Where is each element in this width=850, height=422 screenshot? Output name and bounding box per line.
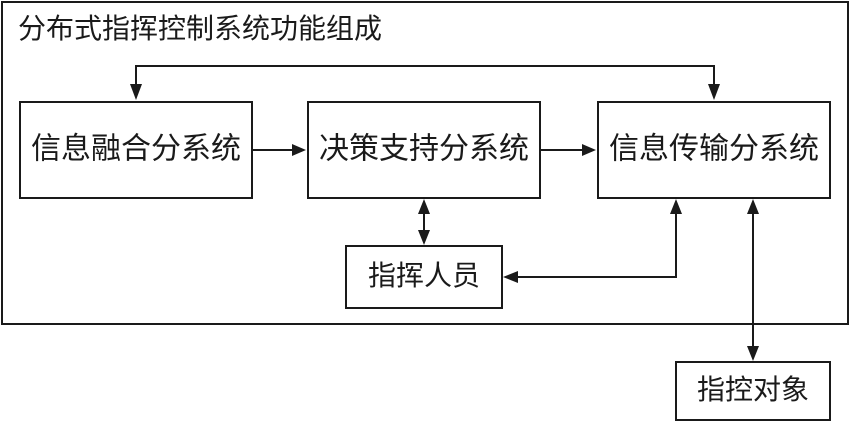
- info-transmission-subsystem-label: 信息传输分系统: [609, 132, 819, 167]
- decision-support-subsystem-box: [307, 101, 541, 199]
- decision-support-subsystem-label: 决策支持分系统: [319, 132, 529, 167]
- arrow-to-info-transmission: [582, 144, 596, 156]
- commanders-label: 指挥人员: [368, 259, 480, 292]
- arrow-to-commanders: [503, 271, 518, 283]
- arrow-to-info-fusion-top: [130, 84, 142, 100]
- arrow-up-to-info-transmission-right: [747, 199, 759, 214]
- arrow-up-to-info-transmission-left: [670, 199, 682, 214]
- info-transmission-subsystem-box: [597, 101, 831, 199]
- arrow-to-decision-support: [292, 144, 306, 156]
- arrow-to-info-transmission-top: [708, 84, 720, 100]
- info-fusion-subsystem-box: [19, 101, 253, 199]
- top-feedback-connector: [135, 65, 715, 84]
- controlled-objects-label: 指控对象: [697, 373, 809, 406]
- arrow-down-to-commanders: [418, 230, 430, 245]
- arrow-down-to-controlled-objects: [747, 346, 759, 361]
- info-fusion-subsystem-label: 信息融合分系统: [31, 132, 241, 167]
- transmission-commanders-connector: [518, 214, 677, 278]
- diagram-title: 分布式指挥控制系统功能组成: [18, 12, 382, 45]
- arrow-up-to-decision-support: [418, 199, 430, 214]
- commanders-box: [345, 245, 503, 309]
- controlled-objects-box: [675, 361, 831, 421]
